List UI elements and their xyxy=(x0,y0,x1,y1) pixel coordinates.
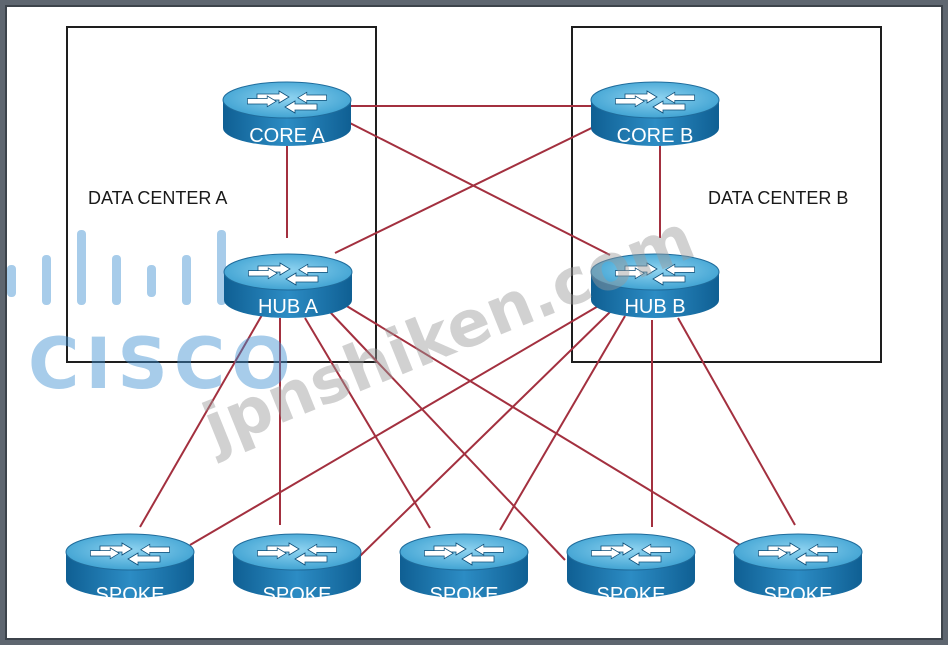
router-hub-a-label: HUB A xyxy=(258,296,319,318)
router-core-a-label: CORE A xyxy=(249,125,325,147)
router-spoke-3[interactable]: SPOKE xyxy=(399,533,529,606)
router-spoke-label: SPOKE xyxy=(96,584,165,606)
router-spoke-label: SPOKE xyxy=(430,584,499,606)
data-center-a-box xyxy=(66,26,377,363)
router-core-b-label: CORE B xyxy=(617,125,694,147)
link-hub-a-spoke-4 xyxy=(329,311,566,561)
link-layer xyxy=(139,105,796,561)
router-spoke-label: SPOKE xyxy=(597,584,666,606)
data-center-a-label: DATA CENTER A xyxy=(88,188,227,208)
router-spoke-1[interactable]: SPOKE xyxy=(65,533,195,606)
router-core-a[interactable]: CORE A xyxy=(222,81,352,147)
link-hub-a-spoke-3 xyxy=(304,317,431,529)
cisco-logo-text: CISCO xyxy=(28,323,297,405)
router-spoke-label: SPOKE xyxy=(263,584,332,606)
data-center-b-label: DATA CENTER B xyxy=(708,188,848,208)
link-hub-b-spoke-5 xyxy=(677,317,796,526)
router-hub-b-label: HUB B xyxy=(624,296,685,318)
router-spoke-label: SPOKE xyxy=(764,584,833,606)
link-hub-b-spoke-3 xyxy=(499,315,626,531)
router-spoke-5[interactable]: SPOKE xyxy=(733,533,863,606)
router-hub-b[interactable]: HUB B xyxy=(590,253,720,319)
link-hub-b-spoke-1 xyxy=(189,304,601,546)
link-hub-a-spoke-5 xyxy=(344,304,741,546)
link-hub-a-spoke-1 xyxy=(139,314,263,528)
router-hub-a[interactable]: HUB A xyxy=(223,253,353,319)
router-spoke-4[interactable]: SPOKE xyxy=(566,533,696,606)
router-spoke-2[interactable]: SPOKE xyxy=(232,533,362,606)
data-center-b-box xyxy=(571,26,882,363)
link-hub-b-spoke-2 xyxy=(359,311,611,557)
link-core-b-hub-a xyxy=(334,119,609,254)
router-core-b[interactable]: CORE B xyxy=(590,81,720,147)
link-core-a-hub-b xyxy=(339,117,611,256)
cisco-logo-watermark: CISCO xyxy=(7,230,297,405)
